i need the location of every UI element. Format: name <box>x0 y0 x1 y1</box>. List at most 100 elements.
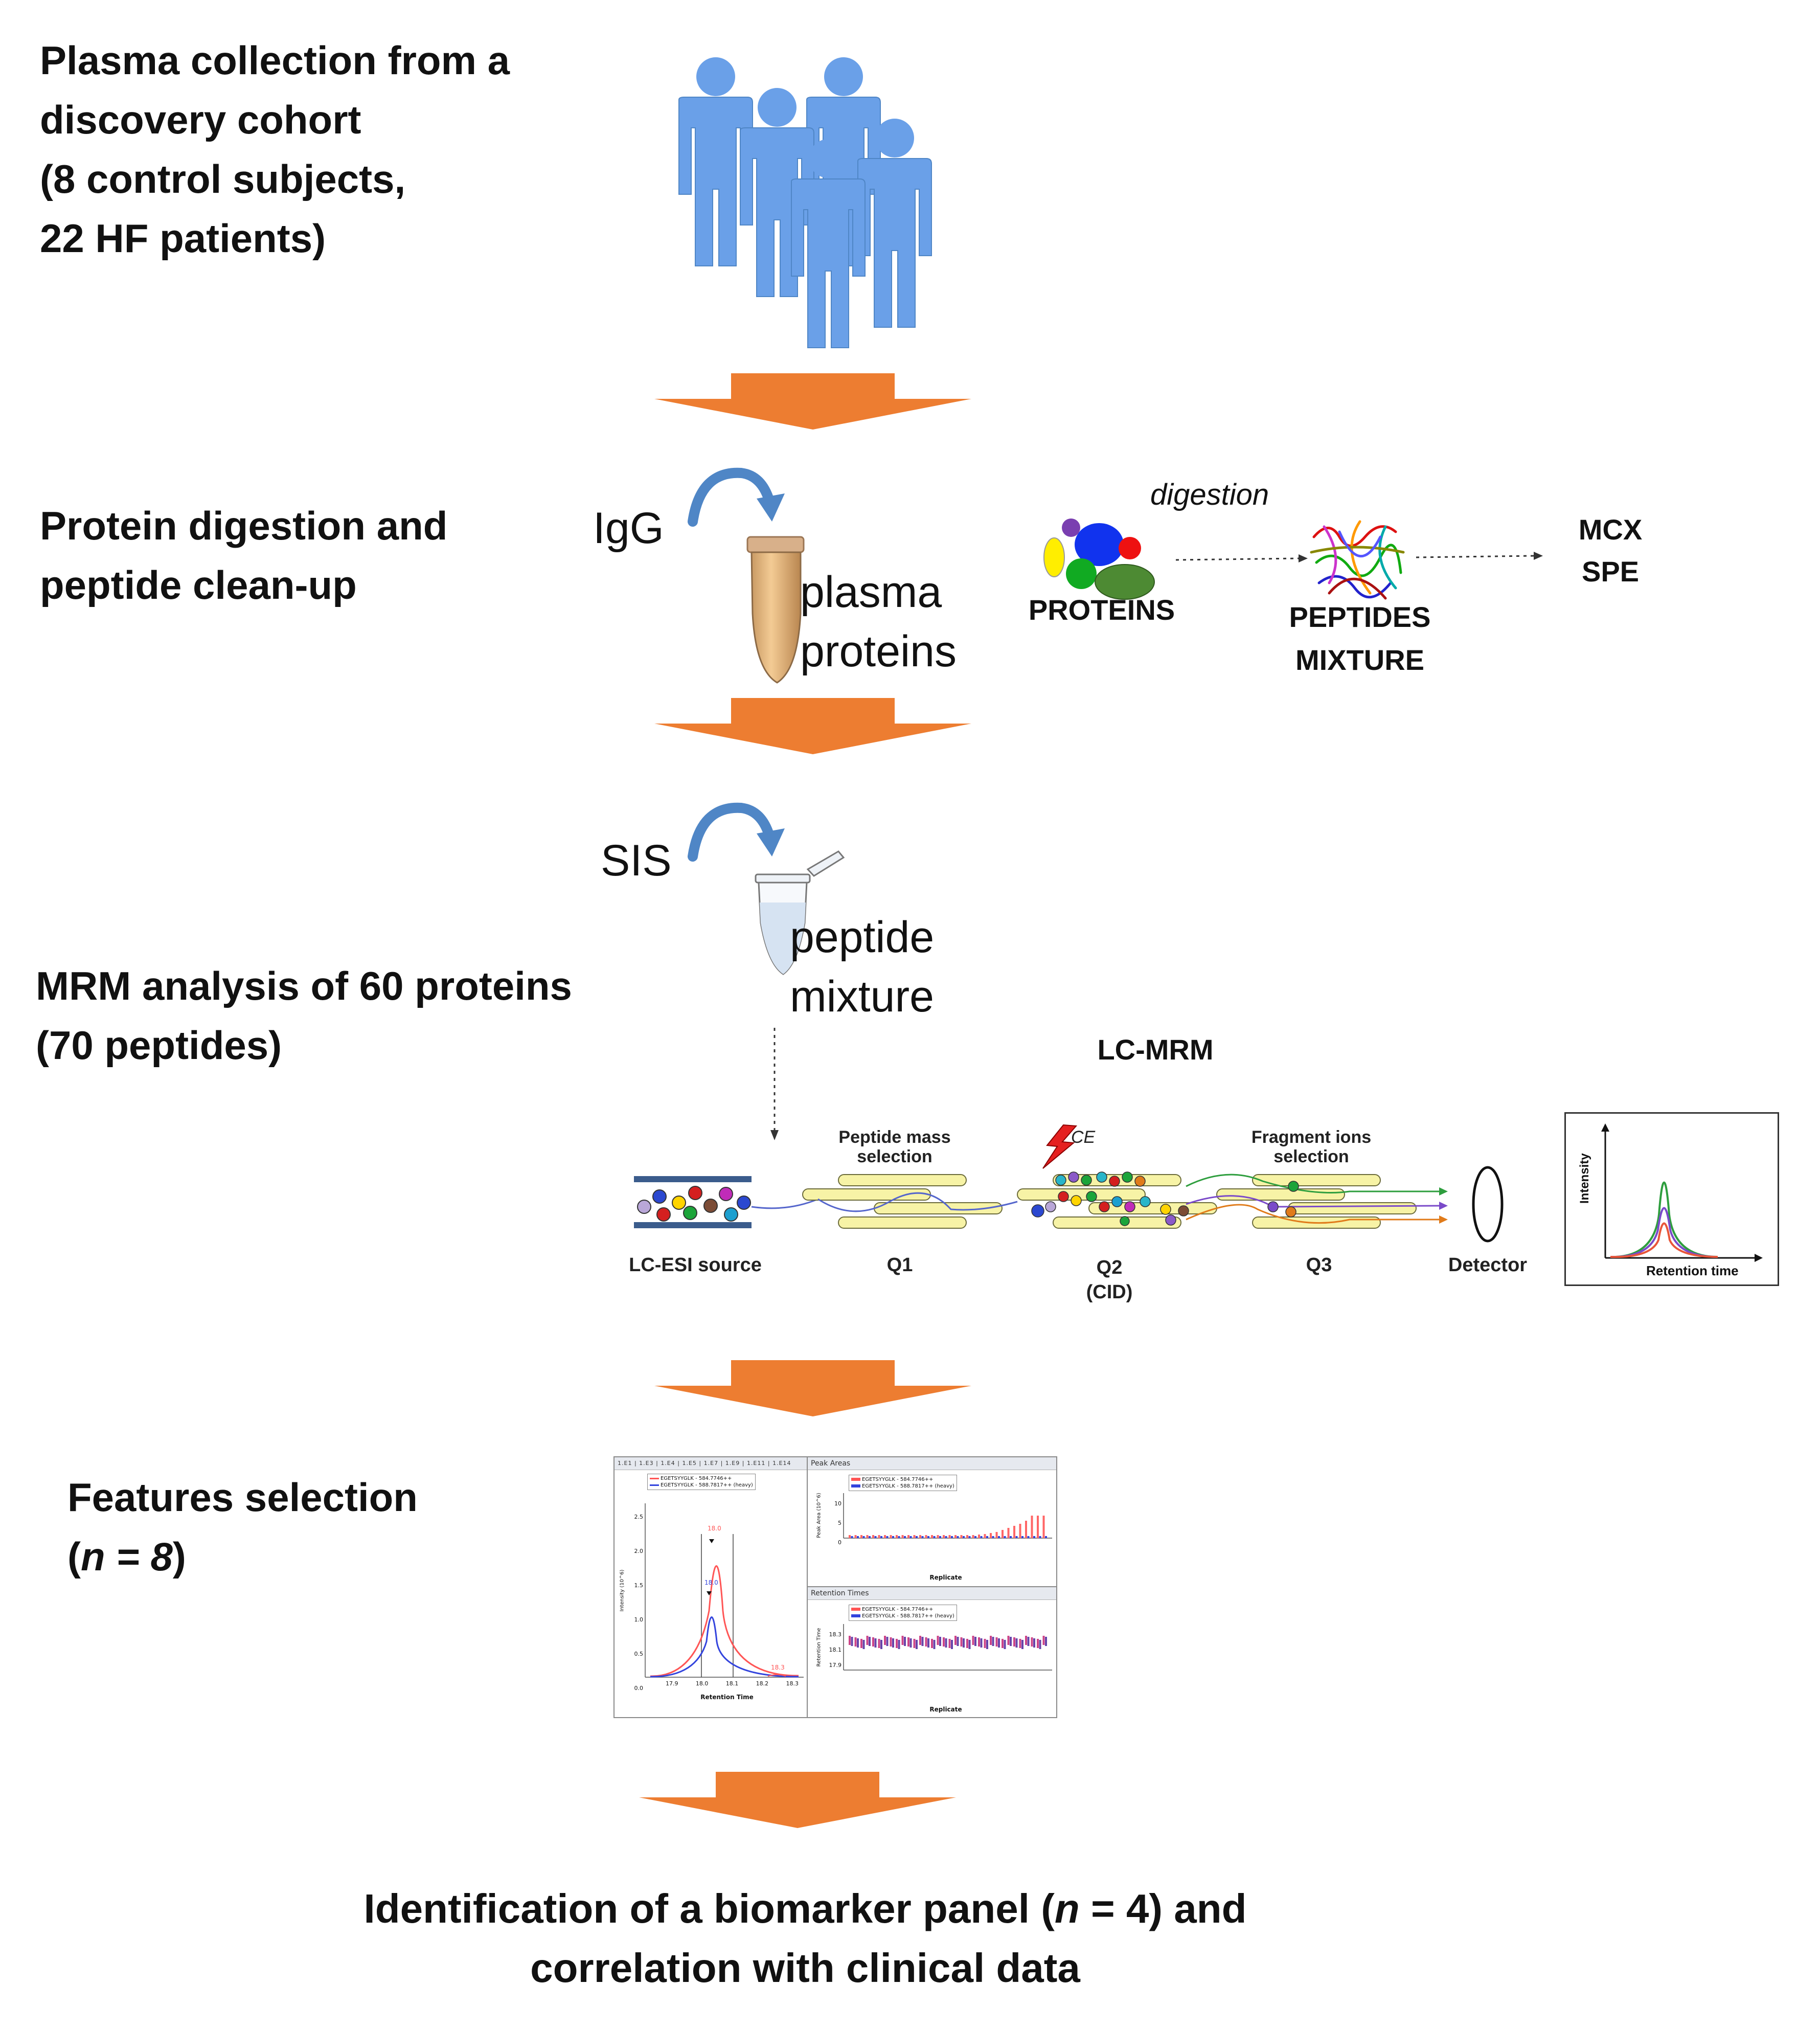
retention-bar <box>927 1638 929 1648</box>
spe-line: SPE <box>1581 555 1640 588</box>
flow-arrow <box>654 1360 971 1416</box>
retention-bar <box>954 1636 957 1645</box>
peak-area-bar <box>957 1536 959 1538</box>
retention-bar <box>898 1640 900 1649</box>
xtick: 17.9 <box>666 1680 678 1687</box>
retention-bar <box>1033 1638 1035 1648</box>
tab-replicate[interactable]: 1.E7 <box>703 1460 719 1467</box>
retention-bar <box>890 1637 892 1647</box>
peak-area-bar <box>849 1535 851 1538</box>
peak-area-bar <box>966 1535 968 1538</box>
peak-label: 18.0 <box>708 1525 721 1532</box>
mcx-spe-label: MCX SPE <box>1559 509 1662 593</box>
curved-arrow-icon <box>688 802 785 862</box>
retention-bar <box>1027 1637 1030 1646</box>
retention-bar <box>939 1637 941 1646</box>
tab-replicate[interactable]: 1.E5 <box>682 1460 697 1467</box>
tab-replicate[interactable]: 1.E3 <box>639 1460 654 1467</box>
legend-entry-heavy: EGETSYYGLK - 588.7817++ (heavy) <box>650 1482 753 1489</box>
step3-line: (70 peptides) <box>36 1023 282 1068</box>
legend-entry-light: EGETSYYGLK - 584.7746++ <box>650 1475 753 1482</box>
ytick: 0.0 <box>634 1685 644 1692</box>
peak-area-bar <box>857 1536 859 1538</box>
ytick: 10 <box>834 1500 841 1507</box>
retention-bar <box>1039 1640 1041 1649</box>
legend-entry-heavy: EGETSYYGLK - 588.7817++ (heavy) <box>851 1483 954 1490</box>
retention-bar <box>921 1637 924 1646</box>
step1-line: 22 HF patients) <box>40 216 326 261</box>
retention-times-title: Retention Times <box>808 1587 1056 1600</box>
chromatogram-panel: 1.E1 | 1.E3 | 1.E4 | 1.E5 | 1.E7 | 1.E9 … <box>613 1456 808 1718</box>
detector-label: Detector <box>1448 1254 1528 1276</box>
tab-replicate[interactable]: 1.E4 <box>661 1460 675 1467</box>
q2-name: Q2 <box>1096 1257 1123 1278</box>
xtick: 18.2 <box>756 1680 769 1687</box>
retention-bar <box>986 1640 988 1649</box>
retention-bar <box>862 1640 865 1649</box>
retention-bar <box>1037 1639 1039 1648</box>
people-group-icon <box>678 57 932 348</box>
tab-replicate[interactable]: 1.E9 <box>725 1460 740 1467</box>
retention-bar <box>933 1640 936 1649</box>
retention-bar <box>978 1637 980 1647</box>
tab-replicate[interactable]: 1.E11 <box>746 1460 766 1467</box>
peak-areas-legend: EGETSYYGLK - 584.7746++ EGETSYYGLK - 588… <box>849 1475 957 1491</box>
retention-bar <box>907 1637 909 1647</box>
peptides-line: MIXTURE <box>1295 644 1424 676</box>
left-xticks: 17.9 18.0 18.1 18.2 18.3 <box>666 1680 799 1687</box>
tube-label-line: proteins <box>800 627 957 676</box>
peak-area-bar <box>904 1536 906 1538</box>
lc-esi-source-label: LC-ESI source <box>629 1254 762 1276</box>
retention-bar <box>1010 1637 1012 1646</box>
peak-area-bar <box>884 1535 886 1538</box>
peak-area-bar <box>943 1535 945 1538</box>
peak-area-bar <box>874 1536 877 1538</box>
peak-area-bar <box>986 1536 988 1538</box>
peak-area-bar <box>1045 1536 1047 1538</box>
step1-line: Plasma collection from a <box>40 38 510 83</box>
retention-bar <box>951 1640 953 1649</box>
retention-bar <box>919 1636 921 1645</box>
ytick: 18.1 <box>829 1647 842 1653</box>
caption-line: Fragment ions <box>1251 1128 1372 1147</box>
peak-area-bar <box>1042 1516 1045 1538</box>
retention-bar <box>884 1636 886 1645</box>
legend-entry-light: EGETSYYGLK - 584.7746++ <box>851 1476 954 1483</box>
retention-bar <box>892 1638 894 1648</box>
caption-line: selection <box>1273 1147 1349 1166</box>
tube-label-line: plasma <box>800 568 942 617</box>
peak-area-bar <box>1007 1528 1010 1538</box>
final-line-1: Identification of a biomarker panel (n =… <box>363 1886 1247 1931</box>
dotted-arrow <box>1175 554 1308 562</box>
proteins-label: PROTEINS <box>1028 594 1175 626</box>
xtick: 18.3 <box>786 1680 799 1687</box>
retention-bar <box>1021 1640 1023 1649</box>
dotted-arrow <box>1416 552 1543 560</box>
step2-label: Protein digestion and peptide clean-up <box>40 496 602 615</box>
legend-entry-light: EGETSYYGLK - 584.7746++ <box>851 1606 954 1613</box>
retention-bar <box>990 1636 992 1645</box>
retention-bars <box>843 1624 1052 1671</box>
peak-label: 18.3 <box>771 1664 785 1671</box>
tab-replicate[interactable]: 1.E14 <box>772 1460 791 1467</box>
peptide-mass-selection-label: Peptide mass selection <box>818 1128 971 1166</box>
retention-bar <box>880 1640 882 1649</box>
step1-line: discovery cohort <box>40 97 361 142</box>
peak-area-bar <box>1013 1526 1015 1538</box>
peak-area-bar <box>968 1536 971 1538</box>
peak-area-bar <box>927 1536 929 1538</box>
final-outcome-label: Identification of a biomarker panel (n =… <box>204 1879 1406 1998</box>
tube-label-line: mixture <box>790 972 934 1021</box>
chromatogram-box <box>1564 1112 1779 1286</box>
final-line-2: correlation with clinical data <box>530 1945 1080 1991</box>
tab-replicate[interactable]: 1.E1 <box>618 1460 632 1467</box>
fragment-ions-selection-label: Fragment ions selection <box>1227 1128 1396 1166</box>
peptides-line: PEPTIDES <box>1289 601 1431 633</box>
retention-bar <box>1015 1638 1018 1648</box>
step4-label: Features selection (n = 8) <box>67 1468 528 1586</box>
peak-areas-title: Peak Areas <box>808 1457 1056 1470</box>
peak-area-bar <box>921 1536 924 1538</box>
flow-arrow <box>654 698 971 754</box>
legend-entry-heavy: EGETSYYGLK - 588.7817++ (heavy) <box>851 1613 954 1619</box>
peak-area-bar <box>998 1536 1000 1538</box>
